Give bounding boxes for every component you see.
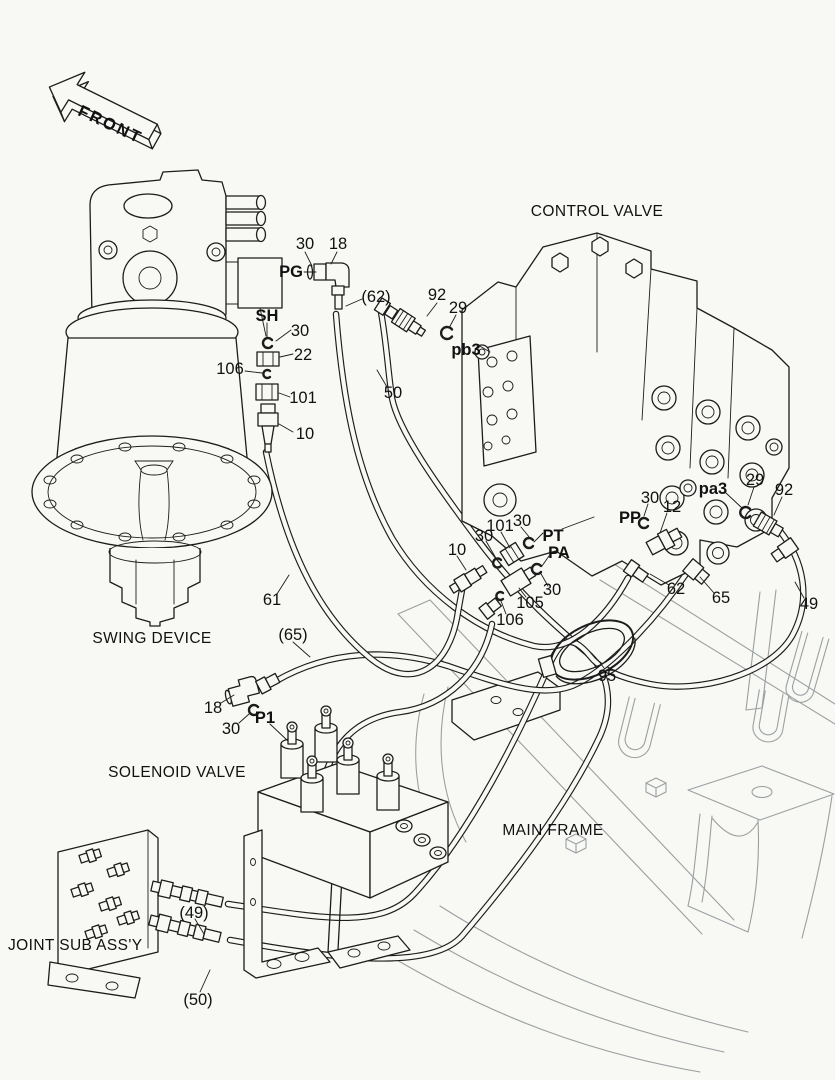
label-50: 50 [384, 384, 402, 402]
oring-30-pp [637, 516, 650, 530]
label-62-paren: (62) [361, 288, 390, 306]
label-61: 61 [263, 591, 281, 609]
label-65-paren: (65) [278, 626, 307, 644]
label-29-right: 29 [746, 471, 764, 489]
label-30-a: 30 [513, 512, 531, 530]
label-port-pa3: pa3 [699, 480, 727, 498]
oring-29-right [739, 505, 752, 520]
label-port-sh: SH [256, 307, 279, 325]
label-control-valve: CONTROL VALVE [531, 203, 663, 220]
label-30-pp: 30 [641, 489, 659, 507]
label-101-left: 101 [289, 389, 317, 407]
solenoid-valve-drawing [243, 705, 449, 979]
fittings [224, 262, 800, 717]
label-main-frame: MAIN FRAME [502, 822, 603, 839]
label-10-mid: 10 [448, 541, 466, 559]
joint-sub-assy-drawing [47, 829, 224, 999]
label-12: 12 [663, 498, 681, 516]
oring-30-b [492, 557, 503, 569]
solenoid-coils [280, 705, 400, 813]
label-105: 105 [516, 594, 544, 612]
pb3-port [474, 344, 490, 360]
label-29-top: 29 [449, 299, 467, 317]
swing-device-drawing [31, 169, 283, 627]
label-62: 62 [667, 580, 685, 598]
label-106-mid: 106 [496, 611, 524, 629]
label-solenoid-valve: SOLENOID VALVE [108, 764, 246, 781]
label-18-pg: 18 [329, 235, 347, 253]
joint-tube-50 [148, 913, 222, 943]
flange-bolt-holes [43, 442, 261, 542]
label-30-c: 30 [543, 581, 561, 599]
joint-tube-49 [150, 879, 224, 908]
label-50-paren: (50) [183, 991, 212, 1009]
label-30-b: 30 [475, 527, 493, 545]
main-frame-structure [389, 563, 835, 1073]
label-92-top: 92 [428, 286, 446, 304]
label-30-sh: 30 [291, 322, 309, 340]
labels: 30 18 PG (62) 92 29 pb3 SH 30 22 106 101… [8, 203, 818, 1009]
label-port-pp: PP [619, 509, 641, 527]
label-30-p1: 30 [222, 720, 240, 738]
oring-30-pa [530, 562, 543, 576]
joint-fittings [70, 848, 141, 940]
label-swing-device: SWING DEVICE [92, 630, 211, 647]
hose-clamp-95 [537, 619, 636, 685]
label-port-pg: PG [279, 263, 303, 281]
oring-29-top [440, 325, 454, 341]
label-18-p1: 18 [204, 699, 222, 717]
label-joint-sub-assy: JOINT SUB ASS'Y [8, 937, 142, 954]
label-10-left: 10 [296, 425, 314, 443]
label-49-paren: (49) [179, 904, 208, 922]
oring-30-pt [522, 536, 535, 550]
label-port-pa: PA [548, 544, 570, 562]
label-49: 49 [800, 595, 818, 613]
label-92-right: 92 [775, 481, 793, 499]
label-95: 95 [598, 667, 616, 685]
oring-106-left [262, 368, 272, 380]
label-30-pg: 30 [296, 235, 314, 253]
control-valve-drawing [461, 232, 790, 586]
label-106-left: 106 [216, 360, 244, 378]
label-22: 22 [294, 346, 312, 364]
label-65: 65 [712, 589, 730, 607]
label-port-pb3: pb3 [451, 341, 480, 359]
label-101-mid: 101 [486, 517, 514, 535]
oring-30-p1 [247, 703, 260, 717]
label-port-p1: P1 [255, 709, 275, 727]
leader-lines [194, 251, 805, 993]
oring-30-sh [261, 336, 274, 350]
label-port-pt: PT [542, 527, 563, 545]
oring-106-mid [495, 590, 505, 602]
front-arrow: FRONT [48, 71, 162, 150]
